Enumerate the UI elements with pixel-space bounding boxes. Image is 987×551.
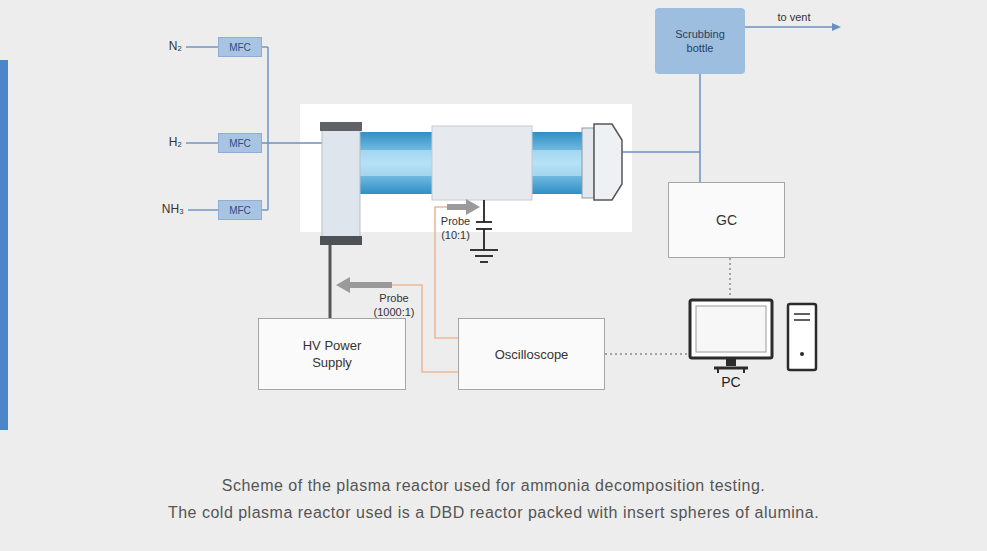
node-text: GC — [716, 212, 737, 229]
cap-band — [320, 122, 362, 131]
gas-label: N₂ — [148, 39, 182, 54]
power-supply-box: HV Power Supply — [258, 318, 406, 390]
gas-line — [186, 142, 218, 143]
vent-line — [745, 26, 832, 27]
end-nut — [594, 124, 622, 200]
right-cap — [582, 128, 594, 198]
cap-band — [320, 236, 362, 245]
node-text: MFC — [229, 205, 251, 216]
gas-line — [262, 209, 268, 210]
probe-label: Probe (10:1) — [439, 214, 472, 242]
outlet-line — [622, 151, 700, 152]
node-text: Oscilloscope — [495, 346, 569, 363]
oscilloscope-box: Oscilloscope — [458, 318, 605, 390]
node-text: HV Power Supply — [292, 337, 372, 371]
electrode — [432, 126, 532, 200]
probe-arrow — [447, 199, 480, 215]
caption-line: The cold plasma reactor used is a DBD re… — [0, 503, 987, 523]
connector — [605, 353, 688, 355]
left-cap — [322, 130, 360, 238]
pc-icon: PC — [688, 298, 822, 394]
mfc-box: MFC — [218, 133, 262, 153]
gas-label: NH₃ — [150, 202, 184, 217]
ground-wire — [483, 229, 485, 250]
computer-icon — [688, 298, 822, 374]
inlet-line — [262, 142, 322, 143]
node-text: MFC — [229, 42, 251, 53]
gas-line — [186, 46, 218, 47]
ground-symbol — [475, 255, 493, 257]
gas-line — [262, 46, 268, 47]
mfc-box: MFC — [218, 37, 262, 57]
gas-label: H₂ — [148, 135, 182, 150]
gas-bus — [267, 47, 268, 210]
capacitor-plate — [476, 221, 492, 223]
ground-wire — [483, 200, 485, 222]
connector — [729, 258, 731, 298]
ground-symbol — [480, 261, 488, 263]
connector — [699, 74, 701, 182]
ground-symbol — [470, 249, 498, 251]
node-text: MFC — [229, 138, 251, 149]
scrubbing-bottle: Scrubbing bottle — [655, 8, 745, 74]
node-text: PC — [688, 374, 774, 390]
dbd-reactor — [320, 122, 622, 245]
hv-wire — [329, 245, 332, 318]
accent-bar — [0, 60, 8, 430]
node-text: Scrubbing bottle — [669, 27, 731, 55]
vent-arrowhead — [832, 23, 841, 31]
caption-line: Scheme of the plasma reactor used for am… — [0, 476, 987, 496]
gas-line — [188, 209, 218, 210]
vent-label: to vent — [766, 10, 822, 24]
probe-arrow — [336, 277, 392, 293]
gc-box: GC — [668, 182, 785, 258]
mfc-box: MFC — [218, 200, 262, 220]
probe-label: Probe (1000:1) — [372, 291, 416, 319]
